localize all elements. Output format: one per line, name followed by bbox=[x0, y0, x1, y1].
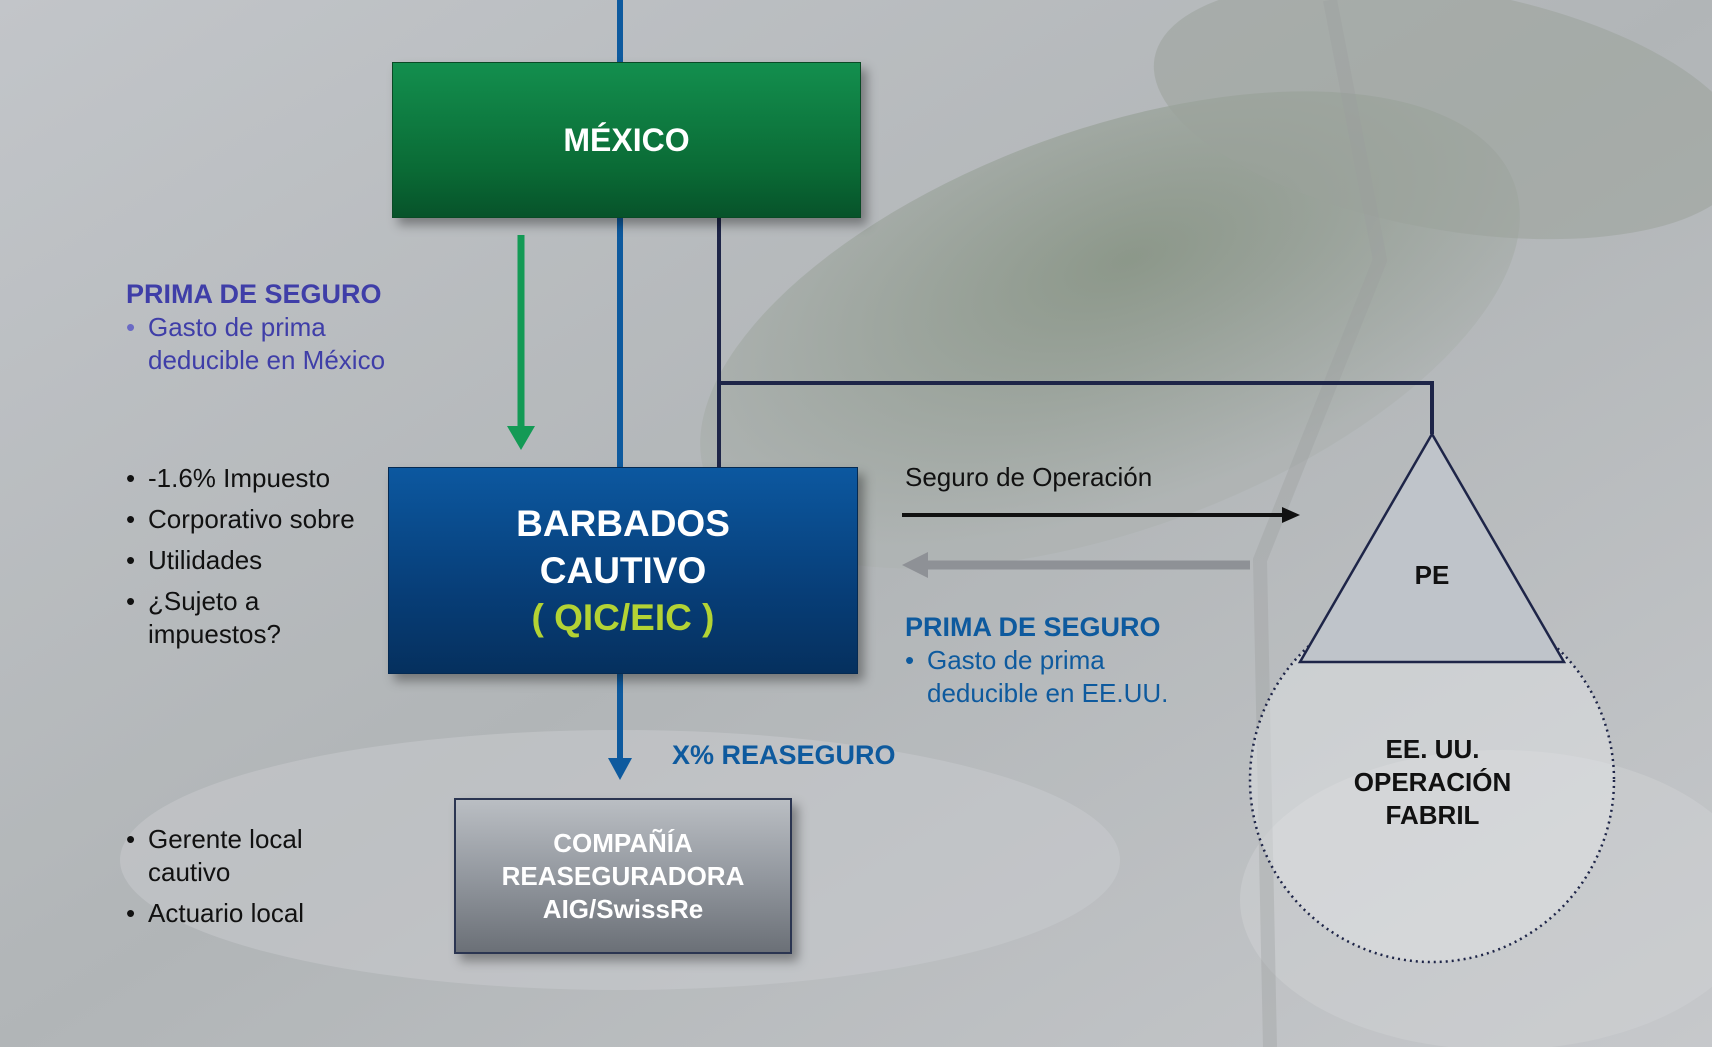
seguro-operacion-label: Seguro de Operación bbox=[905, 462, 1153, 492]
left-prima-block: PRIMA DE SEGURO Gasto de prima deducible… bbox=[126, 278, 385, 377]
right-prima-title: PRIMA DE SEGURO bbox=[905, 612, 1161, 642]
list-item: -1.6% Impuesto bbox=[126, 462, 355, 495]
reinsurer-box: COMPAÑÍA REASEGURADORA AIG/SwissRe bbox=[454, 798, 792, 954]
right-prima-block: PRIMA DE SEGURO Gasto de prima deducible… bbox=[905, 611, 1168, 710]
prima-arrow-head bbox=[507, 426, 535, 450]
barbados-line-2: CAUTIVO bbox=[539, 550, 707, 591]
reinsurer-line-2: REASEGURADORA bbox=[501, 860, 745, 891]
reaseguro-label: X% REASEGURO bbox=[672, 740, 896, 770]
tax-notes-block: -1.6% Impuesto Corporativo sobre Utilida… bbox=[126, 462, 355, 659]
mexico-box: MÉXICO bbox=[392, 62, 861, 218]
right-prima-line-2: deducible en EE.UU. bbox=[927, 678, 1169, 708]
operacion-line-1: EE. UU. bbox=[1385, 734, 1480, 764]
pe-triangle bbox=[1297, 431, 1567, 664]
right-prima-list: Gasto de prima deducible en EE.UU. bbox=[905, 644, 1168, 710]
mexico-label: MÉXICO bbox=[563, 121, 690, 158]
reinsurer-line-1: COMPAÑÍA bbox=[553, 827, 693, 858]
pe-label: PE bbox=[1414, 560, 1450, 590]
local-line-gerente: Gerente local bbox=[148, 824, 303, 854]
prima-return-arrow-head bbox=[902, 552, 928, 578]
local-staff-block: Gerente local cautivo Actuario local bbox=[126, 823, 304, 938]
operacion-fabril-label: EE. UU. OPERACIÓN FABRIL bbox=[1310, 733, 1555, 832]
barbados-line-1: BARBADOS bbox=[516, 503, 730, 544]
barbados-captive-box: BARBADOS CAUTIVO ( QIC/EIC ) bbox=[388, 467, 858, 674]
right-prima-item: Gasto de prima deducible en EE.UU. bbox=[905, 644, 1168, 710]
left-prima-item: Gasto de prima deducible en México bbox=[126, 311, 385, 377]
list-item: ¿Sujeto a impuestos? bbox=[126, 585, 355, 651]
operacion-line-2: OPERACIÓN bbox=[1353, 767, 1512, 797]
list-item: Utilidades bbox=[126, 544, 355, 577]
mexico-to-pe-connector bbox=[717, 218, 1434, 467]
operacion-line-3: FABRIL bbox=[1385, 800, 1480, 830]
local-staff-list: Gerente local cautivo Actuario local bbox=[126, 823, 304, 930]
tax-line-impuestos: impuestos? bbox=[148, 619, 281, 649]
local-line-cautivo: cautivo bbox=[148, 857, 231, 887]
list-item: Gerente local cautivo bbox=[126, 823, 304, 889]
left-prima-title: PRIMA DE SEGURO bbox=[126, 279, 382, 309]
left-prima-line-2: deducible en México bbox=[148, 345, 386, 375]
barbados-line-3: ( QIC/EIC ) bbox=[531, 597, 715, 638]
operacion-circle bbox=[1248, 596, 1616, 964]
left-prima-list: Gasto de prima deducible en México bbox=[126, 311, 385, 377]
tax-notes-list: -1.6% Impuesto Corporativo sobre Utilida… bbox=[126, 462, 355, 651]
reaseguro-arrow-head bbox=[608, 758, 632, 780]
right-prima-line-1: Gasto de prima bbox=[927, 645, 1105, 675]
list-item: Actuario local bbox=[126, 897, 304, 930]
left-prima-line-1: Gasto de prima bbox=[148, 312, 326, 342]
reinsurer-line-3: AIG/SwissRe bbox=[542, 893, 704, 924]
seguro-operacion-arrow-head bbox=[1282, 507, 1300, 523]
tax-line-sujeto: ¿Sujeto a bbox=[148, 586, 260, 616]
list-item: Corporativo sobre bbox=[126, 503, 355, 536]
